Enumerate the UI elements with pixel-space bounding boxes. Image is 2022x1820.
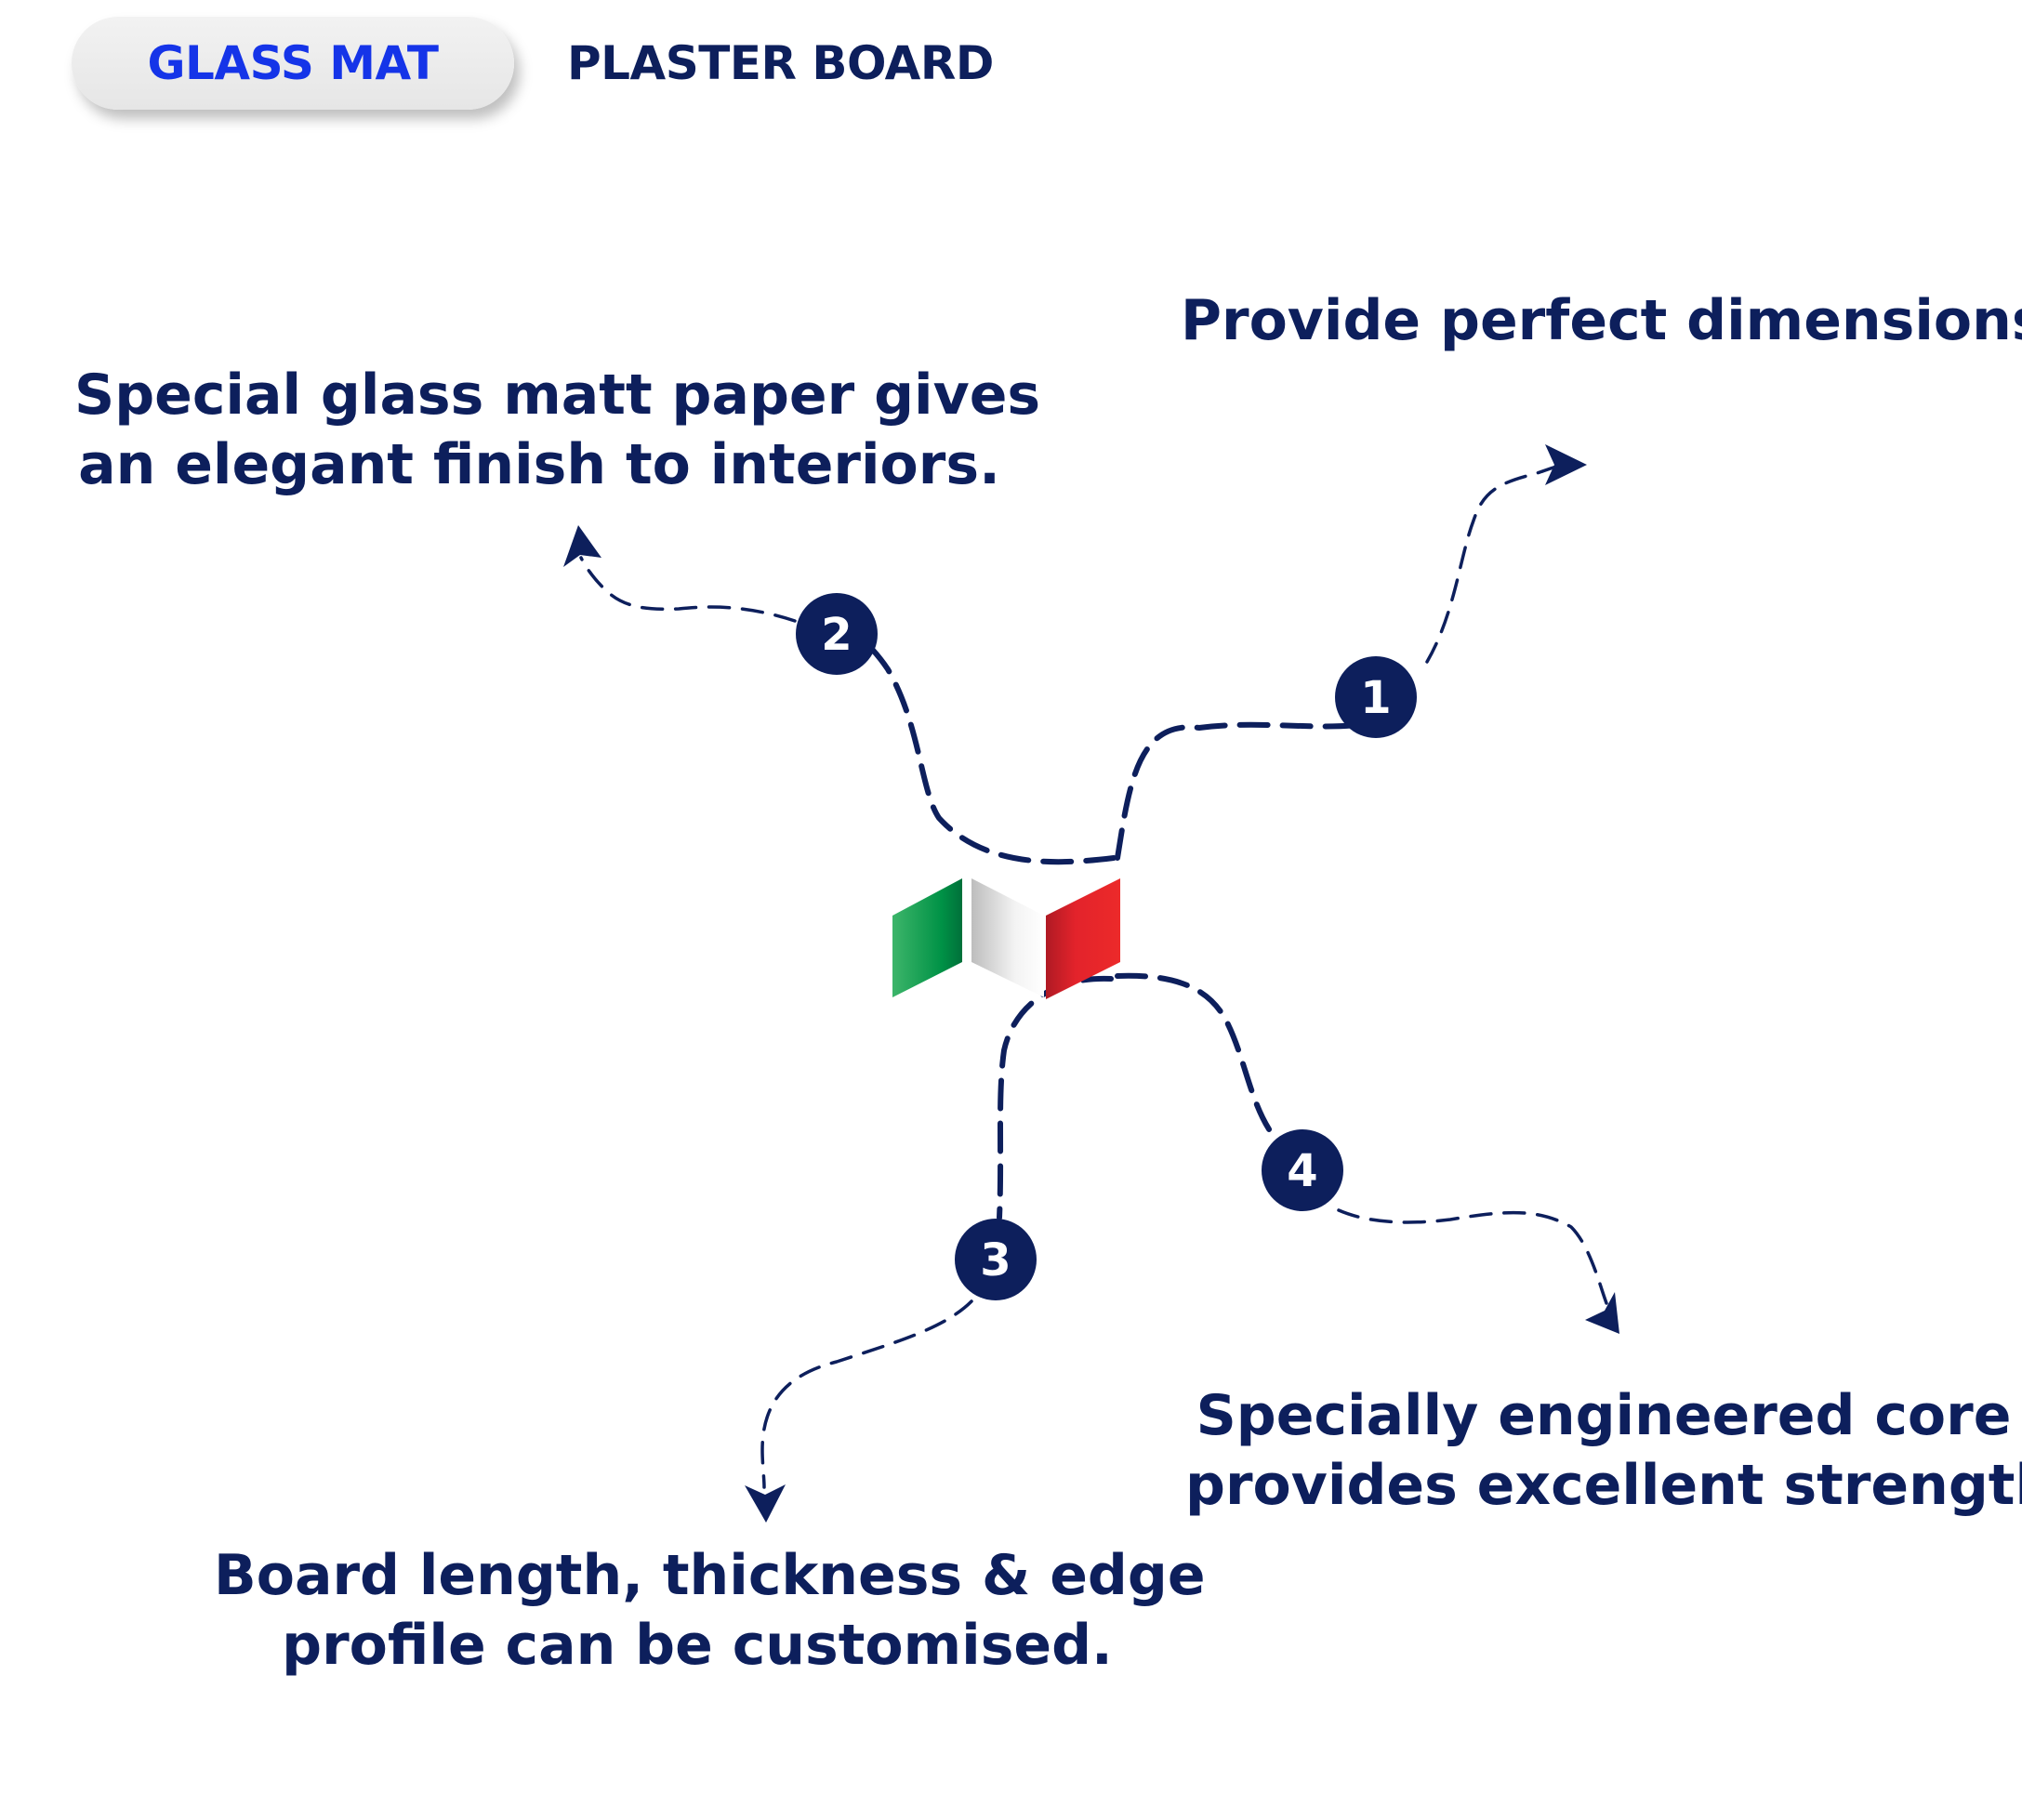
badge-4-number: 4 <box>1287 1145 1317 1197</box>
note-customisation-line-2: profile can be customised. <box>282 1613 1113 1678</box>
arrowhead-1-icon <box>1545 444 1587 485</box>
arrow-path-2 <box>579 556 797 623</box>
note-dimensions-line-1: Provide perfect dimensions. <box>1181 288 2022 353</box>
note-glass-matt-paper: Special glass matt paper gives an elegan… <box>74 361 1041 500</box>
note-engineered-core: Specially engineered core provides excel… <box>1185 1381 2022 1521</box>
badge-2: 2 <box>796 593 878 675</box>
badge-1: 1 <box>1335 656 1417 738</box>
note-engineered-core-line-1: Specially engineered core <box>1196 1383 2012 1448</box>
note-dimensions: Provide perfect dimensions. <box>1181 286 2022 356</box>
badge-3: 3 <box>955 1219 1037 1300</box>
arrowhead-4-icon <box>1585 1292 1619 1334</box>
connector-flag-to-1 <box>1115 721 1360 861</box>
arrowhead-2-icon <box>563 525 601 567</box>
badge-1-number: 1 <box>1360 672 1391 724</box>
connector-flag-to-2 <box>862 639 1117 865</box>
connector-flag-to-4 <box>1115 972 1278 1141</box>
tab-glass-mat[interactable]: GLASS MAT <box>72 17 514 110</box>
badge-4: 4 <box>1262 1129 1343 1211</box>
note-customisation: Board length, thickness & edge profile c… <box>214 1541 1206 1681</box>
note-glass-matt-paper-line-1: Special glass matt paper gives <box>74 363 1041 428</box>
note-glass-matt-paper-line-2: an elegant finish to interiors. <box>78 432 1000 497</box>
badge-2-number: 2 <box>821 609 852 661</box>
arrowhead-3-icon <box>745 1484 786 1523</box>
arrow-path-1 <box>1425 463 1564 664</box>
italian-flag-icon <box>892 878 1120 999</box>
note-engineered-core-line-2: provides excellent strength. <box>1185 1453 2022 1518</box>
tab-plaster-board[interactable]: PLASTER BOARD <box>567 36 994 90</box>
badge-3-number: 3 <box>980 1234 1011 1286</box>
arrow-path-4 <box>1337 1208 1608 1305</box>
connector-flag-to-3 <box>997 975 1114 1220</box>
arrow-path-3 <box>760 1299 973 1489</box>
note-customisation-line-1: Board length, thickness & edge <box>214 1543 1206 1608</box>
